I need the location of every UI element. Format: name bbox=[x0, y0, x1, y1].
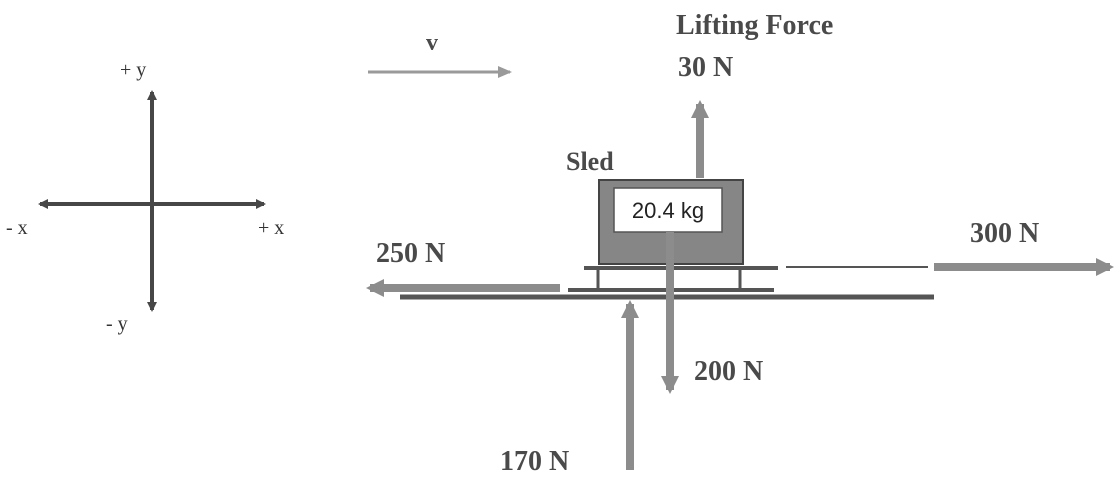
axis-label-minus-y: - y bbox=[106, 313, 128, 335]
mass-label-box bbox=[613, 187, 723, 233]
sled: Sled 20.4 kg bbox=[566, 147, 778, 292]
lifting-force-value: 30 N bbox=[678, 52, 733, 83]
sled-mass: 20.4 kg bbox=[632, 198, 704, 223]
force-label-up: 170 N bbox=[500, 446, 569, 477]
force-labels: Lifting Force 30 N 300 N 250 N 200 N 170… bbox=[376, 10, 1039, 477]
velocity-indicator: v bbox=[368, 30, 512, 78]
sled-title: Sled bbox=[566, 147, 614, 176]
force-arrows bbox=[366, 100, 1114, 470]
velocity-label: v bbox=[426, 30, 438, 56]
coordinate-axes: + y - y - x + x bbox=[6, 59, 284, 335]
axis-label-plus-y: + y bbox=[120, 59, 146, 81]
force-label-left: 250 N bbox=[376, 238, 445, 269]
axis-label-plus-x: + x bbox=[258, 217, 284, 239]
lifting-force-title: Lifting Force bbox=[676, 10, 833, 41]
force-label-down: 200 N bbox=[694, 356, 763, 387]
force-label-right: 300 N bbox=[970, 218, 1039, 249]
axis-label-minus-x: - x bbox=[6, 217, 28, 239]
